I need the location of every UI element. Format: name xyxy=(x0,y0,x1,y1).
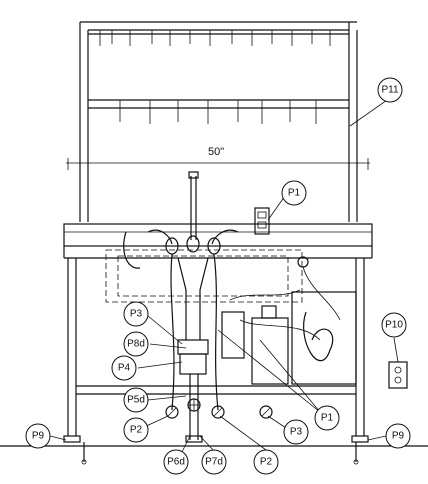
callout-label: P4 xyxy=(118,363,131,374)
callout-label: P8d xyxy=(127,339,145,350)
dimension-label: 50" xyxy=(208,146,224,158)
callout-label: P2 xyxy=(130,425,143,436)
callout-p10: P10 xyxy=(381,312,407,338)
callout-p9-right: P9 xyxy=(385,423,411,449)
callout-label: P6d xyxy=(167,457,185,468)
callout-p1-bottom: P1 xyxy=(314,405,340,431)
width-dimension: 50" xyxy=(66,146,370,170)
callout-p5d: P5d xyxy=(123,387,149,413)
callout-label: P1 xyxy=(288,188,301,199)
callout-p6d: P6d xyxy=(163,449,189,475)
stop-valve-right xyxy=(259,405,273,419)
callout-label: P3 xyxy=(130,309,143,320)
equipment-box xyxy=(221,256,357,385)
callout-label: P1 xyxy=(321,413,334,424)
stop-valve-left xyxy=(165,405,179,419)
callout-label: P7d xyxy=(205,457,223,468)
drain-piping xyxy=(177,257,209,443)
callout-label: P9 xyxy=(32,431,45,442)
callout-p7d: P7d xyxy=(201,449,227,475)
callout-label: P5d xyxy=(127,395,145,406)
callout-p9-left: P9 xyxy=(25,423,51,449)
callout-label: P9 xyxy=(392,431,405,442)
callout-label: P2 xyxy=(260,457,273,468)
callout-p2-right: P2 xyxy=(253,449,279,475)
callout-p8d: P8d xyxy=(123,331,149,357)
wall-switch-box xyxy=(254,207,270,235)
callout-p3-right: P3 xyxy=(283,419,309,445)
stop-valve-mid xyxy=(211,405,225,419)
callout-p1-top: P1 xyxy=(281,180,307,206)
callout-p3-left: P3 xyxy=(123,301,149,327)
callout-label: P11 xyxy=(381,85,398,96)
callout-label: P3 xyxy=(290,427,303,438)
callout-leaders xyxy=(49,97,399,453)
callout-label: P10 xyxy=(385,320,403,331)
upper-rack-frame xyxy=(79,21,358,222)
sink-counter xyxy=(63,223,373,303)
callout-p11: P11 xyxy=(377,77,403,103)
electrical-outlet xyxy=(388,361,408,389)
callout-p4: P4 xyxy=(111,355,137,381)
callout-p2-left: P2 xyxy=(123,417,149,443)
faucet-assembly xyxy=(147,171,239,255)
